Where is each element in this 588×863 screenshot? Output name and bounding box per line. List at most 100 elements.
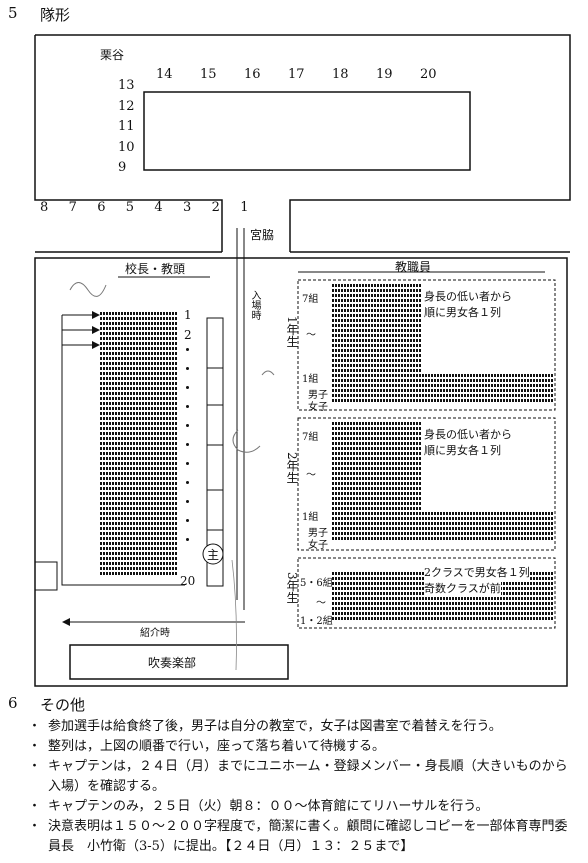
position-7: 7	[68, 200, 77, 215]
student-row	[100, 397, 178, 400]
grade1-box	[297, 279, 556, 411]
student-row	[100, 567, 178, 570]
band-box	[69, 644, 289, 680]
leader-circle	[202, 543, 224, 565]
student-row	[100, 427, 178, 430]
line-dot	[186, 500, 189, 503]
gym-hall	[34, 257, 568, 687]
student-row	[100, 317, 178, 320]
student-row	[100, 377, 178, 380]
grade1-note1: 身長の低い者から	[424, 288, 512, 304]
school-b-label: 宮脇	[250, 228, 275, 242]
student-row	[100, 537, 178, 540]
grade2-row	[332, 452, 422, 455]
student-row	[100, 452, 178, 455]
grade1-row	[332, 304, 422, 307]
line-dot	[186, 462, 189, 465]
grade2-label: 2年生	[285, 452, 299, 484]
grade1-tilde: 〜	[306, 330, 316, 341]
position-1: 1	[240, 200, 249, 215]
grade1-top-class: 7組	[302, 294, 319, 305]
grade2-note1: 身長の低い者から	[424, 426, 512, 442]
inner-block	[143, 91, 471, 171]
grade1-row	[332, 334, 422, 337]
student-row	[100, 542, 178, 545]
position-12: 12	[118, 98, 135, 114]
position-19: 19	[376, 67, 393, 82]
grade1-label: 1年生	[285, 316, 299, 348]
grade2-row	[332, 462, 422, 465]
section5-title: 隊形	[40, 6, 71, 24]
grade1-row	[332, 309, 422, 312]
grade1-boy: 男子	[308, 390, 328, 401]
grade3-row	[332, 607, 554, 610]
grade2-row	[332, 447, 422, 450]
notes-list: 参加選手は給食終了後，男子は自分の教室で，女子は図書室で着替えを行う。 整列は，…	[28, 717, 575, 857]
student-row	[100, 322, 178, 325]
student-row	[100, 412, 178, 415]
line-dot	[186, 443, 189, 446]
list-item: 決意表明は１５０〜２００字程度で，簡潔に書く。顧問に確認しコピーを一部体育専門委…	[28, 817, 575, 857]
grade3-row	[332, 602, 554, 605]
arrow-guide	[61, 315, 185, 586]
student-row	[100, 382, 178, 385]
student-row	[100, 517, 178, 520]
student-row	[100, 442, 178, 445]
grade3-row	[332, 597, 554, 600]
grade2-row	[332, 477, 422, 480]
line-dot	[186, 405, 189, 408]
line-dot	[186, 538, 189, 541]
student-row	[100, 492, 178, 495]
line-dot	[186, 424, 189, 427]
student-row	[100, 357, 178, 360]
grade3-bottom-class: 1・2組	[300, 616, 333, 627]
list-item: キャプテンは，２４日（月）までにユニホーム・登録メンバー・身長順（大きいものから…	[28, 757, 575, 797]
grade1-row	[332, 384, 554, 387]
grade3-row	[332, 617, 554, 620]
grade2-row	[332, 492, 422, 495]
grade1-row	[332, 299, 422, 302]
grade2-top-class: 7組	[302, 432, 319, 443]
position-5: 5	[125, 200, 135, 215]
section6-number: 6	[8, 694, 18, 712]
outer-wall-left	[34, 35, 223, 252]
formation-diagram	[34, 34, 571, 687]
section5-number: 5	[8, 4, 18, 22]
grade1-bottom-class: 1組	[302, 374, 319, 385]
student-row	[100, 497, 178, 500]
position-14: 14	[156, 67, 173, 82]
position-10: 10	[118, 139, 135, 155]
grade2-row	[332, 522, 554, 525]
grade2-row	[332, 532, 554, 535]
staff-label: 教職員	[395, 260, 432, 274]
student-row	[100, 342, 178, 345]
grade1-row	[332, 294, 422, 297]
student-row	[100, 362, 178, 365]
line-dot	[186, 348, 189, 351]
student-row	[100, 332, 178, 335]
grade3-note1: 2クラスで男女各１列	[424, 564, 530, 580]
position-9: 9	[118, 160, 127, 175]
grade1-row	[332, 314, 422, 317]
position-6: 6	[97, 200, 106, 215]
student-row	[100, 572, 178, 575]
student-row	[100, 372, 178, 375]
position-17: 17	[288, 67, 305, 82]
position-4: 4	[154, 200, 163, 215]
intro-label: 紹介時	[140, 628, 170, 639]
grade2-row	[332, 472, 422, 475]
line-first: 1	[184, 308, 192, 322]
grade1-row	[332, 329, 422, 332]
position-20: 20	[420, 67, 437, 82]
student-row	[100, 387, 178, 390]
grade2-row	[332, 512, 554, 515]
grade2-row	[332, 437, 422, 440]
student-row	[100, 327, 178, 330]
grade2-note2: 順に男女各１列	[424, 442, 501, 458]
grade3-label: 3年生	[285, 572, 299, 604]
section6-title: その他	[40, 696, 86, 714]
side-box	[34, 561, 58, 591]
grade2-row	[332, 497, 422, 500]
student-row	[100, 352, 178, 355]
student-row	[100, 557, 178, 560]
